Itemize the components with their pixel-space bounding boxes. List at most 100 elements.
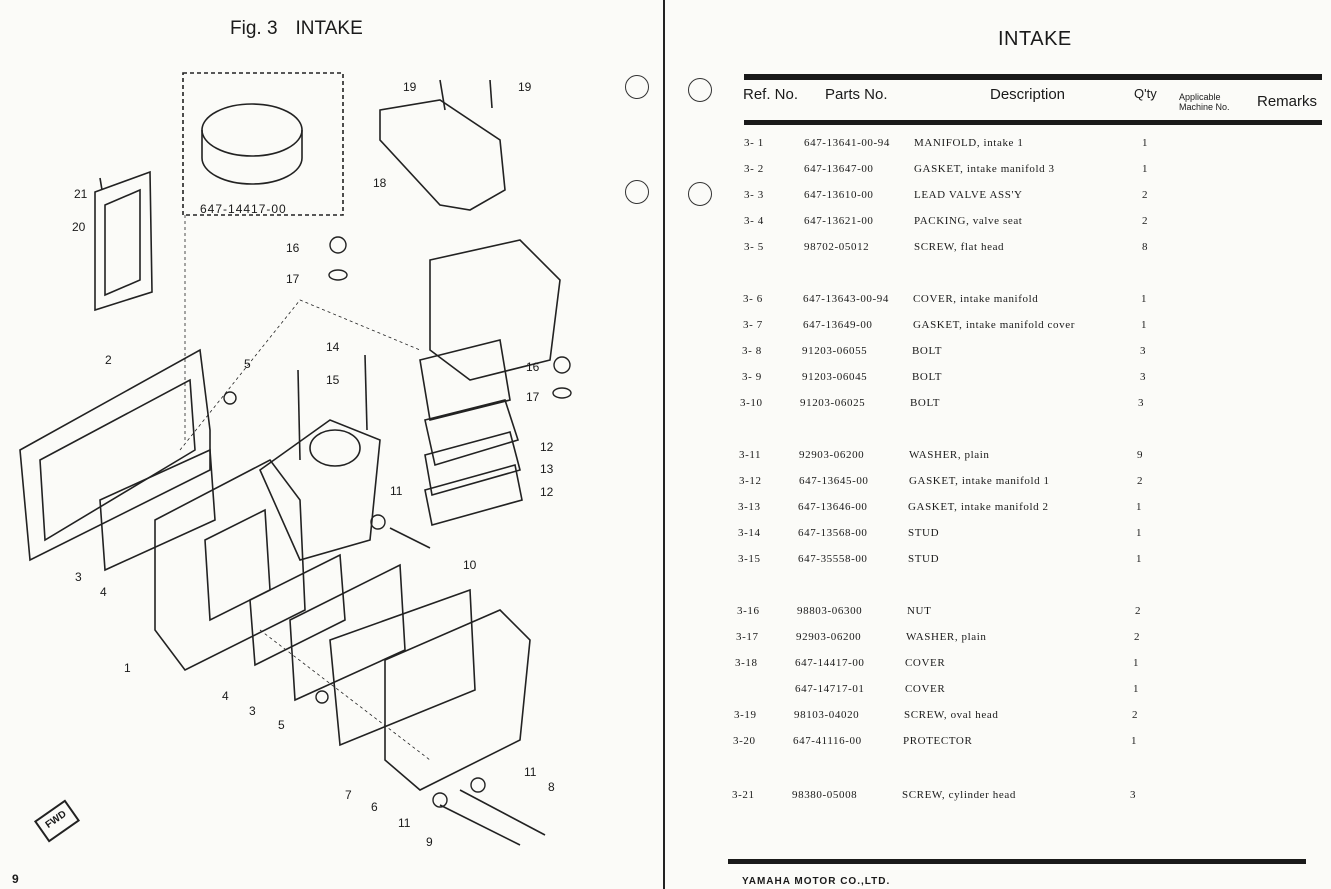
part-number-cell: 647-13621-00 (804, 215, 874, 227)
ref-cell: 3-20 (733, 735, 756, 747)
part-number-cell: 647-13568-00 (798, 527, 868, 539)
screw-19-a (439, 79, 446, 111)
part-number-cell: 647-13641-00-94 (804, 137, 890, 149)
quantity-cell: 9 (1137, 449, 1144, 461)
part-number-cell: 647-35558-00 (798, 553, 868, 565)
quantity-cell: 2 (1142, 189, 1149, 201)
manifold-1 (154, 458, 306, 672)
description-cell: GASKET, intake manifold 3 (914, 163, 1055, 175)
gasket-3 (99, 448, 216, 572)
silencer-18 (379, 99, 506, 211)
description-cell: STUD (908, 527, 940, 539)
cover-6 (384, 609, 531, 791)
washer-11-c (470, 777, 486, 793)
cover-part-18-inset (201, 103, 303, 157)
callout-2: 2 (105, 353, 112, 367)
callout-21: 21 (74, 187, 88, 201)
quantity-cell: 2 (1134, 631, 1141, 643)
ref-cell: 3- 7 (743, 319, 763, 331)
ref-cell: 3-13 (738, 501, 761, 513)
part-number-cell: 92903-06200 (796, 631, 862, 643)
callout-4b: 4 (222, 689, 229, 703)
quantity-cell: 1 (1142, 137, 1149, 149)
description-cell: COVER, intake manifold (913, 293, 1039, 305)
callout-19b: 19 (518, 80, 532, 94)
description-cell: BOLT (912, 371, 943, 383)
manifold-port (309, 429, 361, 467)
callout-3a: 3 (75, 570, 82, 584)
part-number-cell: 98702-05012 (804, 241, 870, 253)
binder-hole-icon (688, 78, 712, 102)
intake-manifold (259, 419, 381, 561)
description-cell: COVER (905, 657, 946, 669)
part-number-cell: 647-14717-01 (795, 683, 865, 695)
header-part: Parts No. (825, 86, 888, 103)
quantity-cell: 3 (1130, 789, 1137, 801)
quantity-cell: 1 (1141, 293, 1148, 305)
callout-8: 8 (548, 780, 555, 794)
header-rule-top (744, 74, 1322, 80)
description-cell: GASKET, intake manifold cover (913, 319, 1075, 331)
gasket-13 (424, 431, 521, 497)
washer-11-b (432, 792, 448, 808)
callout-13: 13 (540, 462, 554, 476)
description-cell: WASHER, plain (909, 449, 990, 461)
quantity-cell: 1 (1133, 683, 1140, 695)
callout-6: 6 (371, 800, 378, 814)
header-remarks: Remarks (1257, 93, 1318, 110)
callout-5a: 5 (244, 357, 251, 371)
publisher-footer: YAMAHA MOTOR CO.,LTD. (742, 876, 891, 887)
screw-21 (99, 177, 103, 191)
page-number: 9 (12, 872, 19, 886)
part-number-cell: 647-41116-00 (793, 735, 862, 747)
header-applicable: Applicable Machine No. (1179, 92, 1230, 112)
quantity-cell: 2 (1142, 215, 1149, 227)
bolt-10 (389, 527, 431, 549)
quantity-cell: 1 (1141, 319, 1148, 331)
carburetor (429, 239, 561, 381)
bolt-9 (439, 804, 521, 846)
description-cell: MANIFOLD, intake 1 (914, 137, 1024, 149)
callout-11b: 11 (398, 816, 411, 830)
gasket-12-a (424, 399, 520, 467)
description-cell: PROTECTOR (903, 735, 973, 747)
quantity-cell: 1 (1136, 527, 1143, 539)
description-cell: BOLT (910, 397, 941, 409)
part-number-cell: 647-14417-00 (795, 657, 865, 669)
screw-19-b (489, 79, 493, 109)
callout-16a: 16 (286, 241, 300, 255)
header-rule-bottom (744, 120, 1322, 125)
header-desc: Description (990, 86, 1066, 103)
part-number-cell: 647-13649-00 (803, 319, 873, 331)
callout-17b: 17 (526, 390, 540, 404)
part-number-cell: 91203-06045 (802, 371, 868, 383)
page-divider (663, 0, 665, 889)
description-cell: BOLT (912, 345, 943, 357)
ref-cell: 3-15 (738, 553, 761, 565)
cover-part-18-inset-side (201, 130, 303, 185)
part-number-cell: 91203-06025 (800, 397, 866, 409)
gasket-7 (329, 588, 476, 747)
callout-5b: 5 (278, 718, 285, 732)
quantity-cell: 2 (1135, 605, 1142, 617)
callout-19a: 19 (403, 80, 417, 94)
binder-hole-icon (625, 75, 649, 99)
header-ref: Ref. No. (743, 86, 799, 103)
ref-cell: 3- 5 (744, 241, 764, 253)
ref-cell: 3- 2 (744, 163, 764, 175)
callout-1: 1 (124, 661, 131, 675)
ref-cell: 3-10 (740, 397, 763, 409)
part-number-cell: 98103-04020 (794, 709, 860, 721)
bolt-8 (459, 789, 546, 836)
callout-17a: 17 (286, 272, 300, 286)
callout-20: 20 (72, 220, 86, 234)
